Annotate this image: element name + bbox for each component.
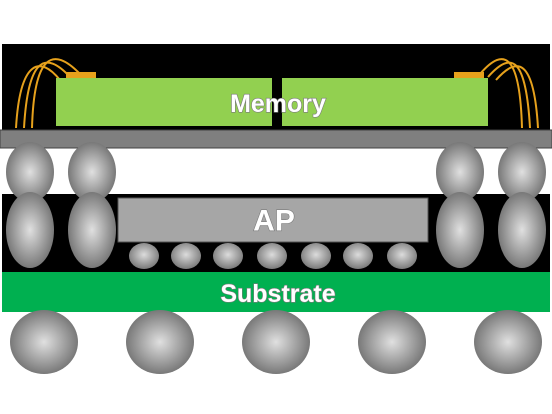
bga-ball <box>358 310 426 374</box>
microbump <box>257 243 287 269</box>
microbump <box>387 243 417 269</box>
microbump <box>171 243 201 269</box>
microbump <box>343 243 373 269</box>
lower-pop-ball <box>498 192 546 268</box>
substrate-label: Substrate <box>220 280 335 308</box>
microbump <box>301 243 331 269</box>
bga-ball <box>474 310 542 374</box>
bottom-bga-balls <box>10 310 542 374</box>
bond-wires-right <box>479 58 539 129</box>
microbump <box>213 243 243 269</box>
bga-ball <box>126 310 194 374</box>
bond-wires-left <box>15 58 81 129</box>
memory-die-left <box>56 78 272 126</box>
memory-label: Memory <box>230 90 326 118</box>
upper-pop-ball <box>6 142 54 202</box>
lower-pop-ball <box>6 192 54 268</box>
lower-pop-ball <box>436 192 484 268</box>
ap-die <box>117 197 429 243</box>
ap-microbumps <box>129 243 417 269</box>
bga-ball <box>10 310 78 374</box>
upper-pop-ball <box>436 142 484 202</box>
upper-pop-balls <box>6 142 546 202</box>
bga-ball <box>242 310 310 374</box>
ap-label: AP <box>253 205 295 238</box>
microbump <box>129 243 159 269</box>
upper-pop-ball <box>68 142 116 202</box>
bond-pad-left <box>66 72 96 78</box>
substrate <box>2 272 550 312</box>
upper-pop-ball <box>498 142 546 202</box>
bond-pad-right <box>454 72 484 78</box>
memory-die-right <box>282 78 488 126</box>
memory-package-substrate <box>0 129 552 149</box>
lower-pop-balls <box>6 192 546 268</box>
lower-pop-ball <box>68 192 116 268</box>
